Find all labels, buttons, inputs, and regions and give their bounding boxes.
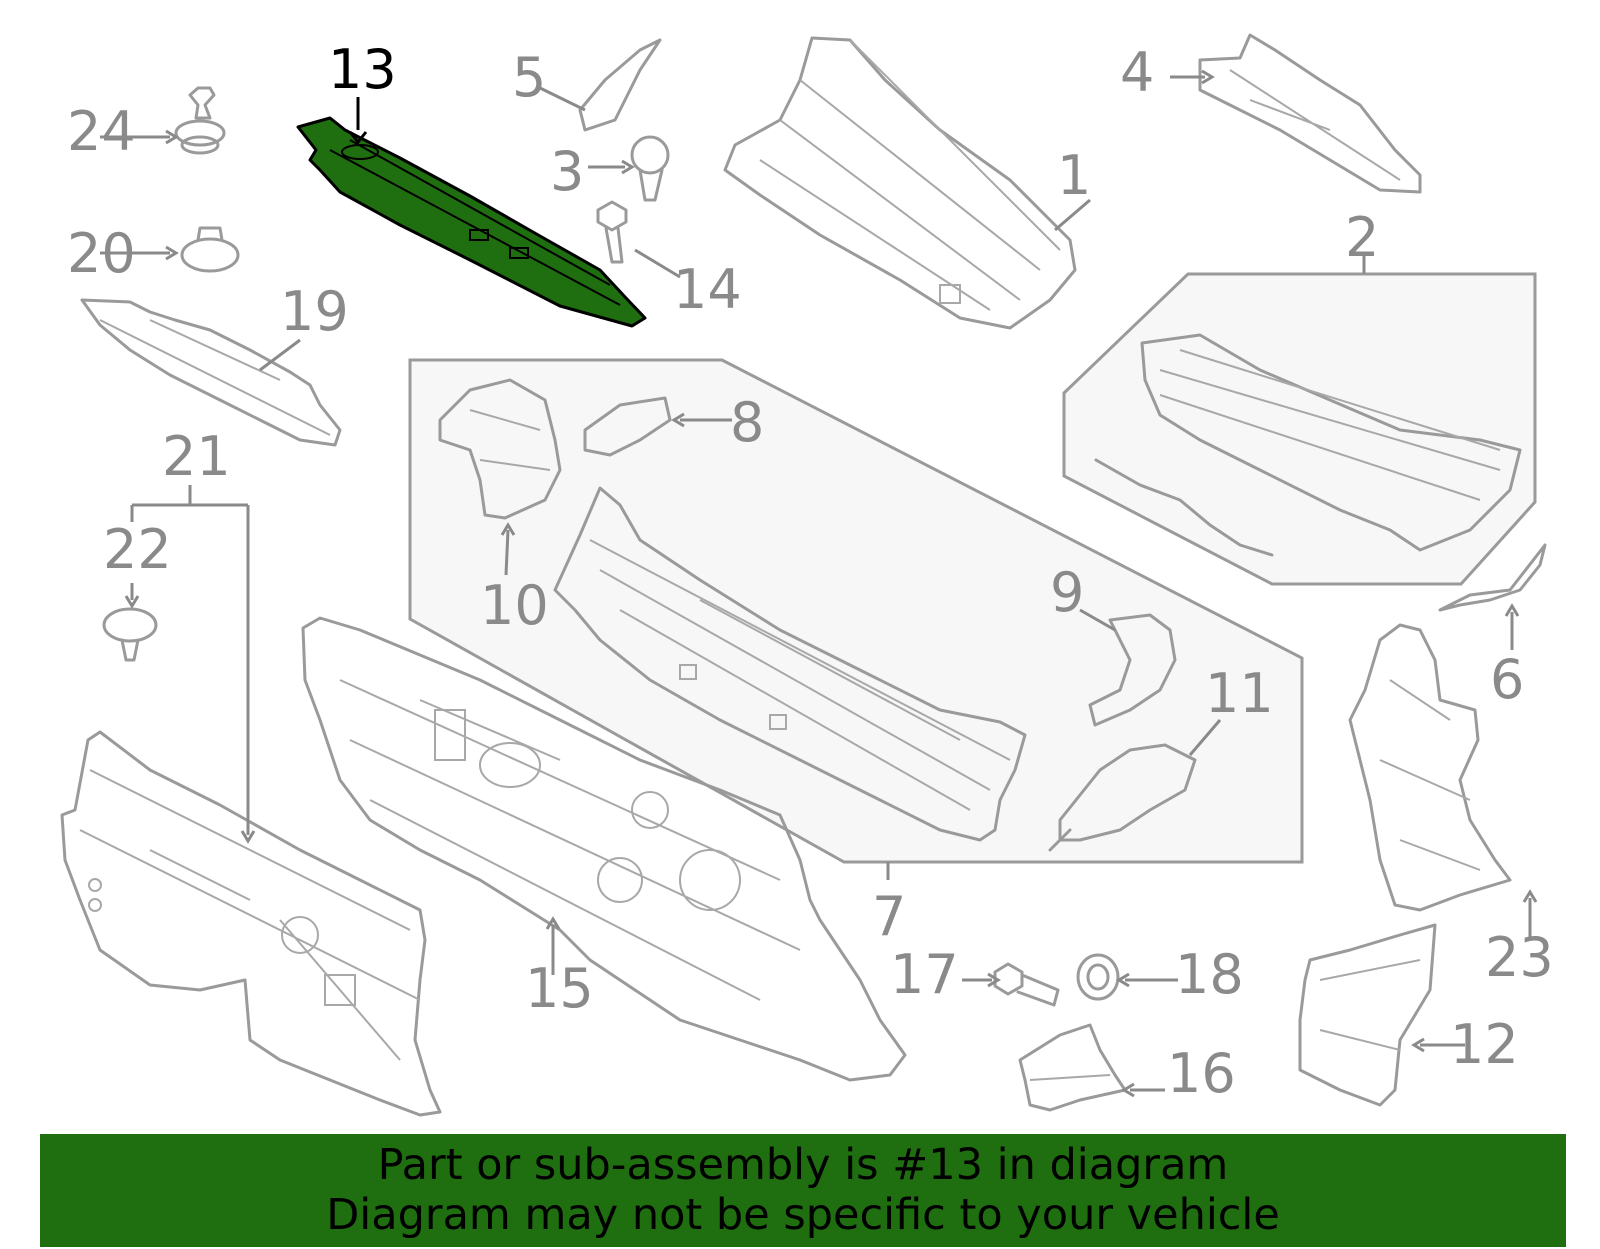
banner-line-1: Part or sub-assembly is #13 in diagram	[377, 1140, 1229, 1190]
callout-3: 3	[550, 140, 584, 203]
callout-5: 5	[512, 46, 546, 109]
part-22-clip[interactable]	[102, 607, 158, 662]
part-12-bracket[interactable]	[1298, 923, 1437, 1107]
callout-12: 12	[1450, 1013, 1519, 1076]
callout-15: 15	[525, 957, 594, 1020]
group-box-7	[408, 358, 1304, 864]
callout-19: 19	[280, 280, 349, 343]
part-3-clip[interactable]	[630, 135, 670, 202]
part-15-dash-panel[interactable]	[301, 616, 907, 1082]
part-6-trim-piece[interactable]	[1438, 543, 1547, 612]
info-banner: Part or sub-assembly is #13 in diagram D…	[40, 1134, 1566, 1247]
callout-4: 4	[1120, 41, 1154, 104]
part-19-bracket[interactable]	[80, 298, 342, 447]
part-4-bracket[interactable]	[1198, 33, 1422, 194]
callout-6: 6	[1490, 648, 1524, 711]
part-11-bracket[interactable]	[1048, 743, 1197, 852]
banner-line-2: Diagram may not be specific to your vehi…	[326, 1190, 1280, 1240]
part-1-cowl-top-panel[interactable]	[723, 36, 1077, 330]
callout-7: 7	[872, 885, 906, 948]
part-7-cowl-panel[interactable]	[553, 486, 1027, 842]
callout-10: 10	[480, 574, 549, 637]
leader-lines	[100, 69, 1538, 1098]
callout-2: 2	[1345, 206, 1379, 269]
callout-labels: 1 2 3 4 5 6 7 8 9 10 11 12 13 14 15 16 1…	[67, 38, 1554, 1105]
part-14-bolt[interactable]	[596, 200, 628, 264]
part-10-bracket[interactable]	[438, 378, 562, 520]
part-18-nut[interactable]	[1076, 953, 1120, 1001]
part-5-trim-piece[interactable]	[578, 38, 662, 132]
part-17-bolt[interactable]	[993, 962, 1060, 1007]
part-24-clip[interactable]	[174, 86, 226, 155]
callout-18: 18	[1175, 943, 1244, 1006]
callout-16: 16	[1167, 1042, 1236, 1105]
callout-24: 24	[67, 100, 136, 163]
callout-13: 13	[328, 38, 397, 101]
callout-20: 20	[67, 222, 136, 285]
part-8-bracket[interactable]	[583, 396, 672, 457]
callout-21: 21	[162, 425, 231, 488]
part-23-bracket[interactable]	[1348, 623, 1512, 912]
part-16-bracket[interactable]	[1018, 1023, 1127, 1112]
part-20-nut[interactable]	[180, 226, 240, 273]
callout-8: 8	[730, 391, 764, 454]
part-21-insulator[interactable]	[60, 730, 442, 1117]
group-box-2	[1062, 272, 1537, 586]
callout-14: 14	[673, 258, 742, 321]
callout-22: 22	[103, 518, 172, 581]
callout-9: 9	[1050, 561, 1084, 624]
part-2-cowl-assembly[interactable]	[1094, 333, 1522, 557]
callout-1: 1	[1057, 144, 1091, 207]
callout-11: 11	[1205, 662, 1274, 725]
callout-17: 17	[890, 943, 959, 1006]
part-13-cowl-reinforcement[interactable]	[296, 116, 647, 328]
callout-23: 23	[1485, 926, 1554, 989]
part-9-bracket[interactable]	[1088, 613, 1177, 727]
